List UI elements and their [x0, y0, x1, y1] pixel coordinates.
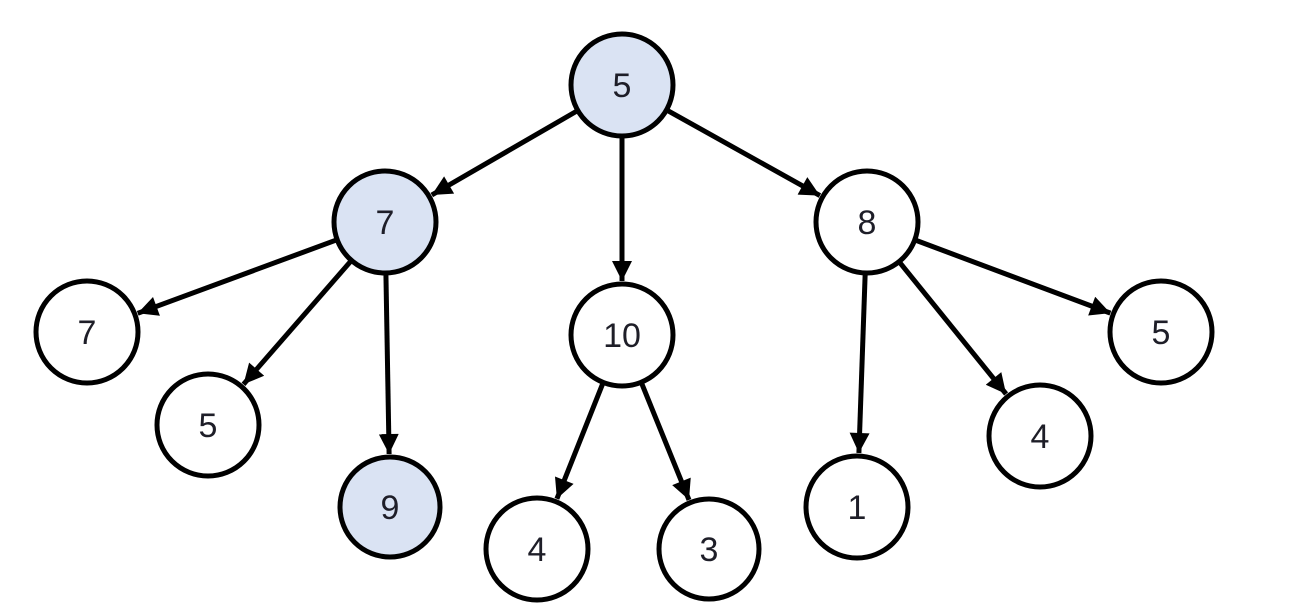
tree-node-root-5: 5 — [568, 31, 676, 139]
node-label-root-5: 5 — [613, 67, 632, 105]
edge-root-5-to-n8 — [665, 107, 822, 198]
tree-node-leaf-7: 7 — [33, 278, 141, 386]
node-circle-leaf-4-mid — [483, 495, 591, 603]
node-label-n8: 8 — [858, 204, 877, 242]
node-label-leaf-4-mid: 4 — [528, 531, 547, 569]
edge-n7-to-leaf-9 — [378, 272, 399, 455]
edge-n8-to-leaf-4-right — [897, 260, 1009, 396]
edge-n10-to-leaf-4-mid — [554, 381, 606, 500]
node-circle-leaf-5-right — [1107, 278, 1215, 386]
tree-node-leaf-4-mid: 4 — [483, 495, 591, 603]
tree-node-leaf-5-left: 5 — [154, 371, 262, 479]
node-label-leaf-4-right: 4 — [1031, 418, 1050, 456]
tree-node-n8: 8 — [813, 168, 921, 276]
tree-node-leaf-4-right: 4 — [986, 382, 1094, 490]
node-label-leaf-3: 3 — [700, 531, 719, 569]
edge-n8-to-leaf-1 — [849, 272, 870, 454]
edge-n10-to-leaf-3 — [638, 381, 692, 501]
tree-node-n7: 7 — [331, 168, 439, 276]
node-circle-leaf-4-right — [986, 382, 1094, 490]
edge-n7-to-leaf-5-left — [241, 258, 354, 386]
tree-node-leaf-9: 9 — [337, 454, 443, 560]
node-circle-leaf-9 — [337, 454, 443, 560]
tree-node-leaf-5-right: 5 — [1107, 278, 1215, 386]
node-circle-n10 — [568, 281, 676, 389]
edge-n7-to-leaf-7 — [136, 237, 339, 316]
node-label-n10: 10 — [603, 317, 641, 355]
tree-node-leaf-1: 1 — [803, 453, 911, 561]
node-label-leaf-7: 7 — [78, 314, 97, 352]
node-circle-leaf-7 — [33, 278, 141, 386]
tree-node-leaf-3: 3 — [656, 496, 762, 602]
node-circle-leaf-3 — [656, 496, 762, 602]
node-label-leaf-5-right: 5 — [1152, 314, 1171, 352]
node-label-leaf-1: 1 — [848, 489, 867, 527]
node-label-n7: 7 — [376, 204, 395, 242]
tree-node-n10: 10 — [568, 281, 676, 389]
node-label-leaf-5-left: 5 — [199, 407, 218, 445]
node-circle-n8 — [813, 168, 921, 276]
node-circle-leaf-1 — [803, 453, 911, 561]
edge-root-5-to-n7 — [430, 108, 580, 198]
node-circle-root-5 — [568, 31, 676, 139]
edges-layer — [136, 107, 1112, 501]
node-label-leaf-9: 9 — [381, 489, 400, 527]
node-circle-n7 — [331, 168, 439, 276]
edge-n8-to-leaf-5-right — [913, 237, 1112, 316]
node-circle-leaf-5-left — [154, 371, 262, 479]
nodes-layer: 5 7 8 10 7 5 9 4 3 1 4 5 — [33, 31, 1215, 603]
